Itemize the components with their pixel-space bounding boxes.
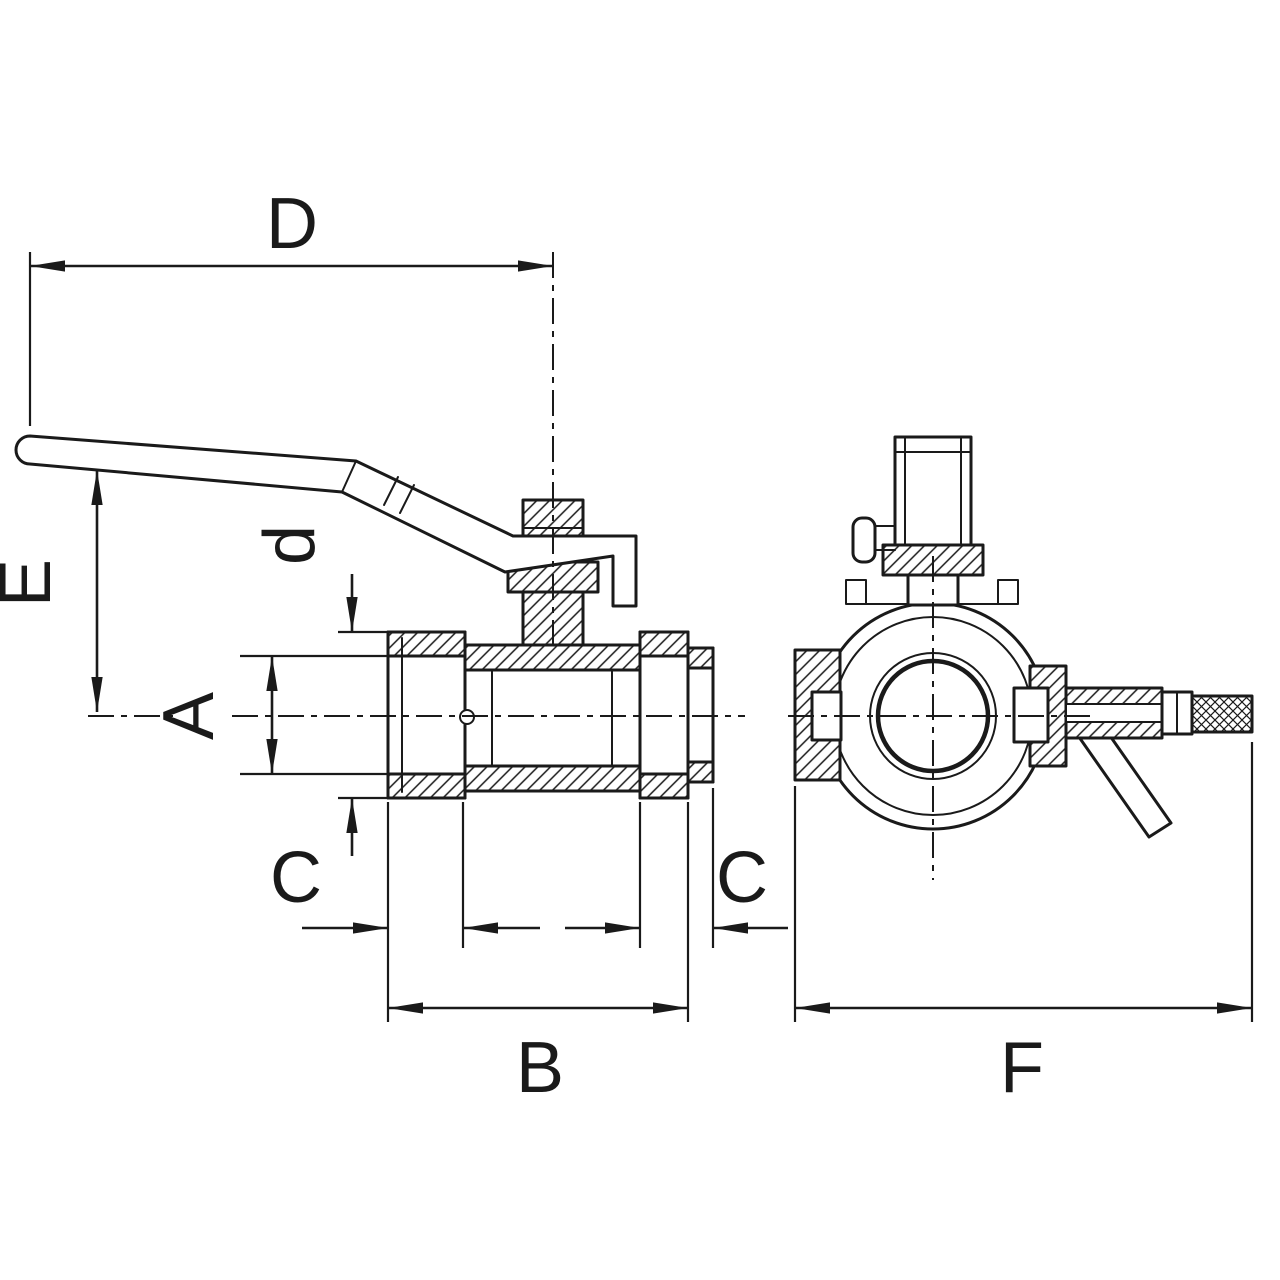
handle-grip-end xyxy=(893,435,973,547)
dimension-A: A xyxy=(149,654,388,776)
dimension-C-left: C xyxy=(270,802,540,1022)
handle-grip-tick-2 xyxy=(399,484,415,514)
dim-label-F: F xyxy=(1000,1028,1044,1108)
left-port-top-wall xyxy=(386,630,467,658)
dim-label-B: B xyxy=(516,1028,564,1108)
handle-bar xyxy=(14,434,638,608)
dim-label-D: D xyxy=(266,184,318,264)
drain-lever xyxy=(1077,721,1173,839)
drain-spout-bore xyxy=(1065,703,1163,723)
dimension-B: B xyxy=(388,802,690,1108)
side-view xyxy=(14,434,715,800)
dim-label-E: E xyxy=(0,559,66,607)
body-bottom-wall xyxy=(463,764,642,793)
handle-grip-tick-1 xyxy=(383,476,399,506)
handle-hook-end xyxy=(851,516,877,564)
front-stem-assembly xyxy=(845,435,1019,607)
dimension-D: D xyxy=(28,184,553,426)
union-nut-top-wall xyxy=(638,630,690,658)
right-port xyxy=(638,630,715,800)
dimension-F: F xyxy=(793,742,1254,1108)
dimensions: D E A d C xyxy=(0,184,1254,1108)
male-thread-top xyxy=(686,646,715,670)
body-top-wall xyxy=(463,643,642,672)
left-port-bottom-wall xyxy=(386,772,467,800)
body-top-tab-left xyxy=(845,579,867,605)
drain-end-cap xyxy=(1190,694,1254,734)
drain-cock xyxy=(1012,664,1254,839)
union-nut-bottom-wall xyxy=(638,772,690,800)
left-port xyxy=(386,630,467,800)
dimension-E: E xyxy=(0,470,103,712)
lever-handle xyxy=(14,434,638,608)
body-center xyxy=(459,643,642,793)
dimension-d: d xyxy=(250,525,388,856)
front-view xyxy=(793,435,1254,839)
dimension-C-right: C xyxy=(565,788,788,948)
dim-label-d: d xyxy=(250,525,330,565)
dim-label-C-left: C xyxy=(270,838,322,918)
male-thread-bottom xyxy=(686,760,715,784)
dim-label-C-right: C xyxy=(716,838,768,918)
centerlines xyxy=(88,252,1090,880)
body-top-tab-right xyxy=(997,579,1019,605)
dim-label-A: A xyxy=(149,692,229,740)
handle-bend-crease xyxy=(341,460,357,493)
